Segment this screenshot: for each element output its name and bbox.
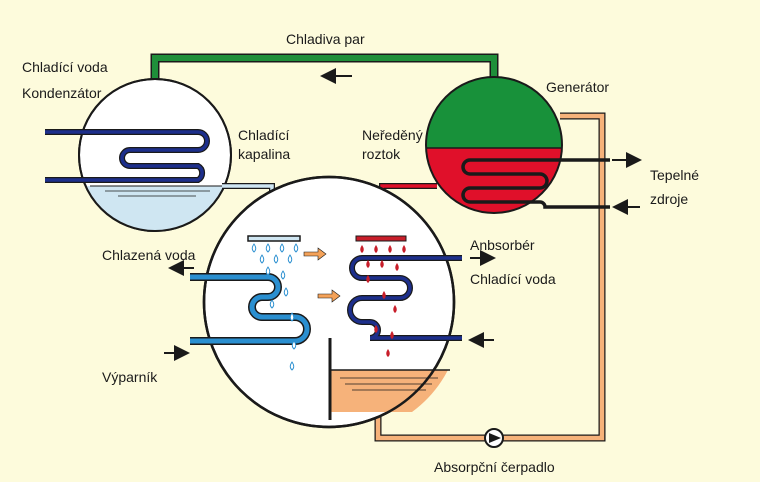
droplet (291, 340, 297, 350)
label-evaporator: Výparník (102, 369, 158, 385)
droplet (402, 245, 406, 253)
droplet (382, 291, 386, 299)
label-absorption-pump: Absorpční čerpadlo (434, 459, 555, 475)
droplet (287, 254, 293, 264)
droplet (390, 331, 394, 339)
droplet (283, 287, 289, 297)
generator-vessel (425, 76, 563, 214)
evaporator-spray-bar (247, 235, 301, 242)
generator-solution (426, 148, 562, 213)
label-heat-sources-line1: Tepelné (650, 167, 700, 183)
label-cooling-water-absorber: Chladící voda (470, 271, 556, 287)
vessel-outline (202, 175, 456, 429)
label-undiluted-solution-line2: roztok (362, 146, 401, 162)
label-undiluted-solution-line1: Neředěný (362, 127, 423, 143)
generator-vapor-space (426, 77, 562, 148)
label-refrigerant-liquid-line2: kapalina (238, 146, 291, 162)
droplet (366, 275, 370, 283)
label-condenser: Kondenzátor (22, 85, 102, 101)
solution-droplets (360, 245, 406, 357)
label-heat-sources-line2: zdroje (650, 191, 689, 207)
droplet (279, 243, 285, 253)
vapor-transfer-arrow-top (303, 247, 327, 261)
droplet (374, 245, 378, 253)
vapor-transfer-arrow-bottom (317, 289, 341, 303)
generator-heating-coil (461, 158, 610, 209)
droplet (269, 299, 275, 309)
dilute-solution-sump (330, 370, 448, 412)
absorber-spray-bar (355, 235, 407, 242)
label-absorber: Anbsorbér (470, 237, 535, 253)
droplet (259, 254, 265, 264)
condensate-liquid (79, 186, 231, 231)
label-refrigerant-liquid-line1: Chladící (238, 127, 290, 143)
droplet (265, 266, 271, 276)
condenser-coil (45, 130, 209, 182)
droplet (388, 245, 392, 253)
droplet (289, 361, 295, 371)
droplet (280, 270, 286, 280)
vapor-pipe-outline (150, 53, 499, 82)
absorber-coil (348, 256, 462, 340)
droplet (293, 243, 299, 253)
pump-loop (375, 113, 605, 441)
droplet (386, 349, 390, 357)
droplet (251, 243, 257, 253)
droplet (289, 312, 295, 322)
droplet (366, 260, 370, 268)
droplet (380, 260, 384, 268)
droplet (374, 325, 378, 333)
label-cooling-water-condenser: Chladící voda (22, 59, 108, 75)
label-refrigerant-vapor: Chladiva par (286, 31, 365, 47)
refrigerant-droplets (251, 243, 299, 371)
droplet (265, 243, 271, 253)
droplet (360, 245, 364, 253)
evaporator-coil (190, 274, 310, 344)
vapor-pipe (152, 55, 497, 82)
droplet (393, 305, 397, 313)
label-chilled-water: Chlazená voda (102, 247, 196, 263)
condenser-outline (78, 78, 232, 232)
droplet (395, 263, 399, 271)
label-generator: Generátor (546, 79, 610, 95)
droplet (273, 254, 279, 264)
pump-direction-glyph (489, 433, 501, 443)
